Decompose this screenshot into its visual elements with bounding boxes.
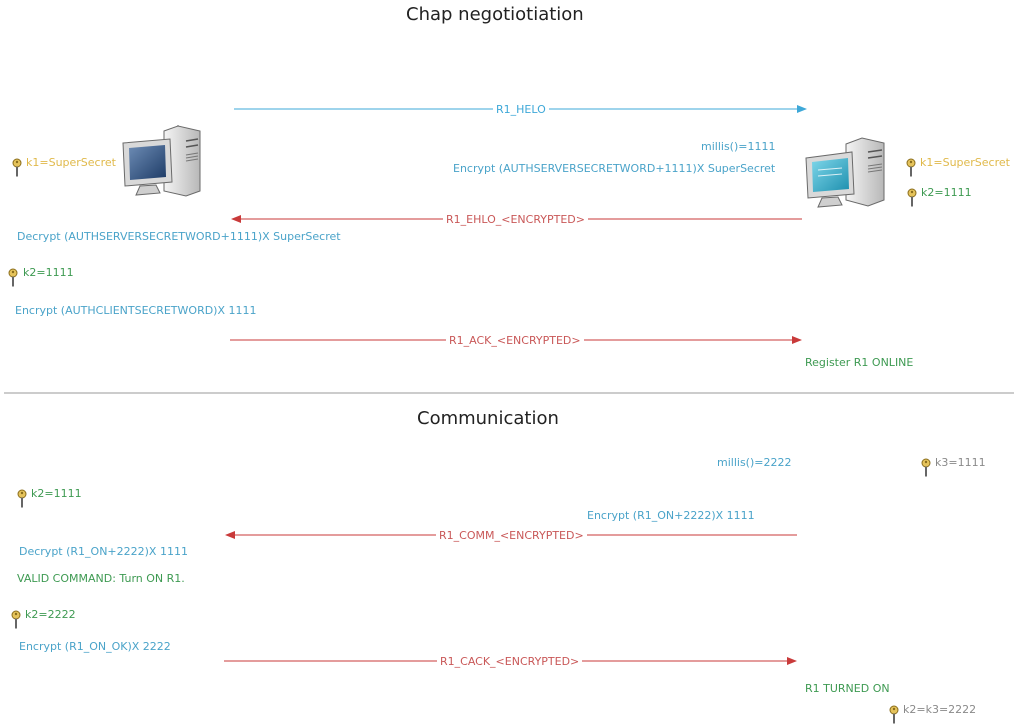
key-icon [907, 188, 917, 207]
comm-server-k3-label: k3=1111 [935, 456, 986, 469]
key-icon [921, 458, 931, 477]
comm-server-k2-k3-label: k2=k3=2222 [903, 703, 977, 716]
client-decrypt-label: Decrypt (AUTHSERVERSECRETWORD+1111)X Sup… [17, 230, 341, 243]
msg-ehlo-label: R1_EHLO_<ENCRYPTED> [443, 213, 588, 226]
comm-client-decrypt-label: Decrypt (R1_ON+2222)X 1111 [19, 545, 188, 558]
key-icon [11, 610, 21, 629]
key-icon [889, 705, 899, 724]
msg-helo-label: R1_HELO [493, 103, 549, 116]
comm-server-turned-on-label: R1 TURNED ON [805, 682, 890, 695]
server-millis-label: millis()=1111 [701, 140, 776, 153]
key-icon [17, 489, 27, 508]
comm-client-k2-new-label: k2=2222 [25, 608, 76, 621]
server-k1-label: k1=SuperSecret [920, 156, 1010, 169]
key-icon [12, 158, 22, 177]
server-encrypt-label: Encrypt (AUTHSERVERSECRETWORD+1111)X Sup… [453, 162, 776, 175]
comm-client-encrypt-label: Encrypt (R1_ON_OK)X 2222 [19, 640, 171, 653]
comm-server-millis-label: millis()=2222 [717, 456, 792, 469]
key-icon [906, 158, 916, 177]
key-icon [8, 268, 18, 287]
comm-client-k2-label: k2=1111 [31, 487, 82, 500]
communication-section-title: Communication [417, 408, 559, 429]
client-encrypt-label: Encrypt (AUTHCLIENTSECRETWORD)X 1111 [15, 304, 257, 317]
comm-client-valid-label: VALID COMMAND: Turn ON R1. [17, 572, 185, 585]
msg-cack-label: R1_CACK_<ENCRYPTED> [437, 655, 583, 668]
client-k1-label: k1=SuperSecret [26, 156, 116, 169]
server-k2-label: k2=1111 [921, 186, 972, 199]
comm-server-encrypt-label: Encrypt (R1_ON+2222)X 1111 [587, 509, 755, 522]
server-register-label: Register R1 ONLINE [805, 356, 914, 369]
client-computer-icon [122, 125, 201, 197]
msg-comm-label: R1_COMM_<ENCRYPTED> [436, 529, 587, 542]
server-computer-icon [805, 137, 885, 208]
chap-section-title: Chap negotiotiation [406, 4, 584, 25]
client-k2-label: k2=1111 [23, 266, 74, 279]
msg-ack-label: R1_ACK_<ENCRYPTED> [446, 334, 584, 347]
